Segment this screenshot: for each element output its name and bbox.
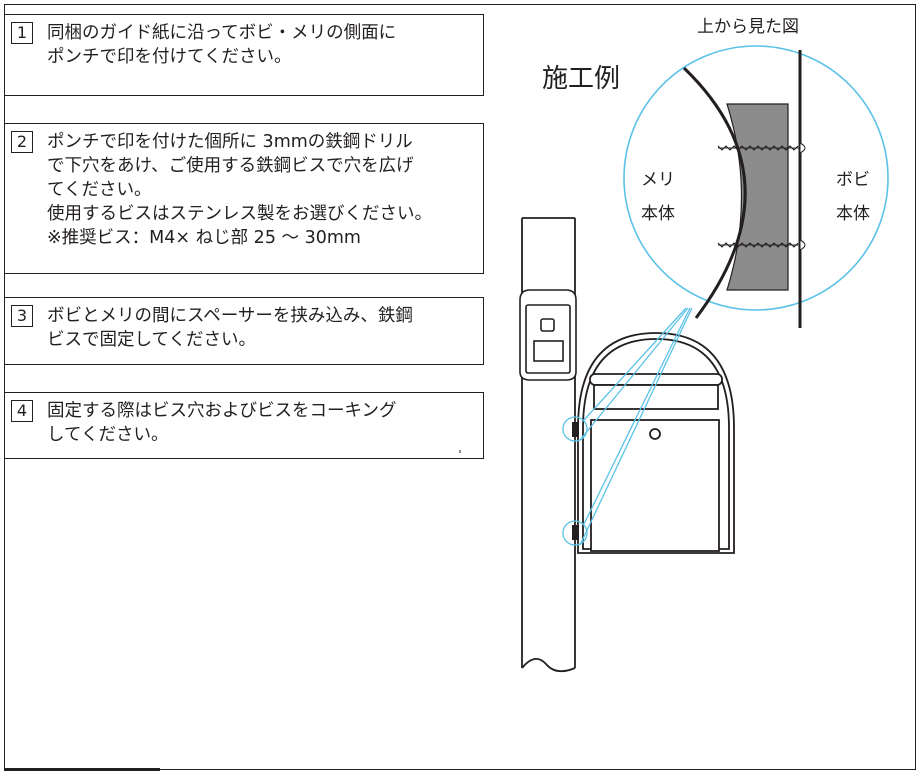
part-label-line: メリ: [641, 170, 675, 190]
screw-icon: [717, 142, 806, 154]
step-line: 同梱のガイド紙に沿ってボビ・メリの側面に: [47, 23, 397, 43]
callout-leaders: [562, 307, 693, 546]
step-line: 固定する際はビス穴およびビスをコーキング: [47, 401, 397, 421]
step-text: ポンチで印を付けた個所に 3mmの鉄鋼ドリル で下穴をあけ、ご使用する鉄鋼ビスで…: [47, 130, 477, 250]
step-line: ビスで固定してください。: [47, 330, 256, 350]
page-frame: [4, 4, 916, 770]
post: [521, 217, 576, 673]
step-number: 2: [11, 131, 33, 153]
step-line: で下穴をあけ、ご使用する鉄鋼ビスで穴を広げ: [47, 156, 414, 176]
step-line: ポンチで印を付けてください。: [47, 47, 292, 67]
step-1: 1 同梱のガイド紙に沿ってボビ・メリの側面に ポンチで印を付けてください。: [4, 14, 484, 96]
step-number: 1: [11, 22, 33, 44]
bobi-mailbox: [577, 332, 735, 554]
step-line: 使用するビスはステンレス製をお選びください。: [47, 204, 432, 224]
meri-body-label: メリ 本体: [641, 163, 675, 231]
meri-unit: [519, 289, 577, 381]
step-text: ボビとメリの間にスペーサーを挟み込み、鉄鋼 ビスで固定してください。: [47, 304, 477, 352]
part-label-line: ボビ: [836, 170, 870, 190]
step-text: 固定する際はビス穴およびビスをコーキング してください。: [47, 399, 477, 447]
step-line: てください。: [47, 180, 152, 200]
step-line: ※推奨ビス：M4× ねじ部 25 ～ 30mm: [47, 228, 361, 248]
top-view-label: 上から見た図: [697, 17, 799, 37]
step-line: してください。: [47, 425, 169, 445]
step-2: 2 ポンチで印を付けた個所に 3mmの鉄鋼ドリル で下穴をあけ、ご使用する鉄鋼ビ…: [4, 123, 484, 274]
page-title: 施工例: [542, 64, 621, 94]
screw-icon: [717, 239, 806, 251]
step-3: 3 ボビとメリの間にスペーサーを挟み込み、鉄鋼 ビスで固定してください。: [4, 297, 484, 365]
step-line: ポンチで印を付けた個所に 3mmの鉄鋼ドリル: [47, 132, 413, 152]
step-4: 4 固定する際はビス穴およびビスをコーキング してください。: [4, 392, 484, 459]
bottom-tab: [4, 768, 160, 771]
bobi-body-label: ボビ 本体: [836, 163, 870, 231]
part-label-line: 本体: [641, 204, 675, 224]
step-number: 3: [11, 305, 33, 327]
step-number: 4: [11, 400, 33, 422]
meri-wall: [682, 66, 747, 319]
part-label-line: 本体: [836, 204, 870, 224]
side-screws: [572, 422, 579, 540]
step-text: 同梱のガイド紙に沿ってボビ・メリの側面に ポンチで印を付けてください。: [47, 21, 477, 69]
top-view-magnifier: [623, 45, 889, 328]
step-line: ボビとメリの間にスペーサーを挟み込み、鉄鋼: [47, 306, 413, 326]
